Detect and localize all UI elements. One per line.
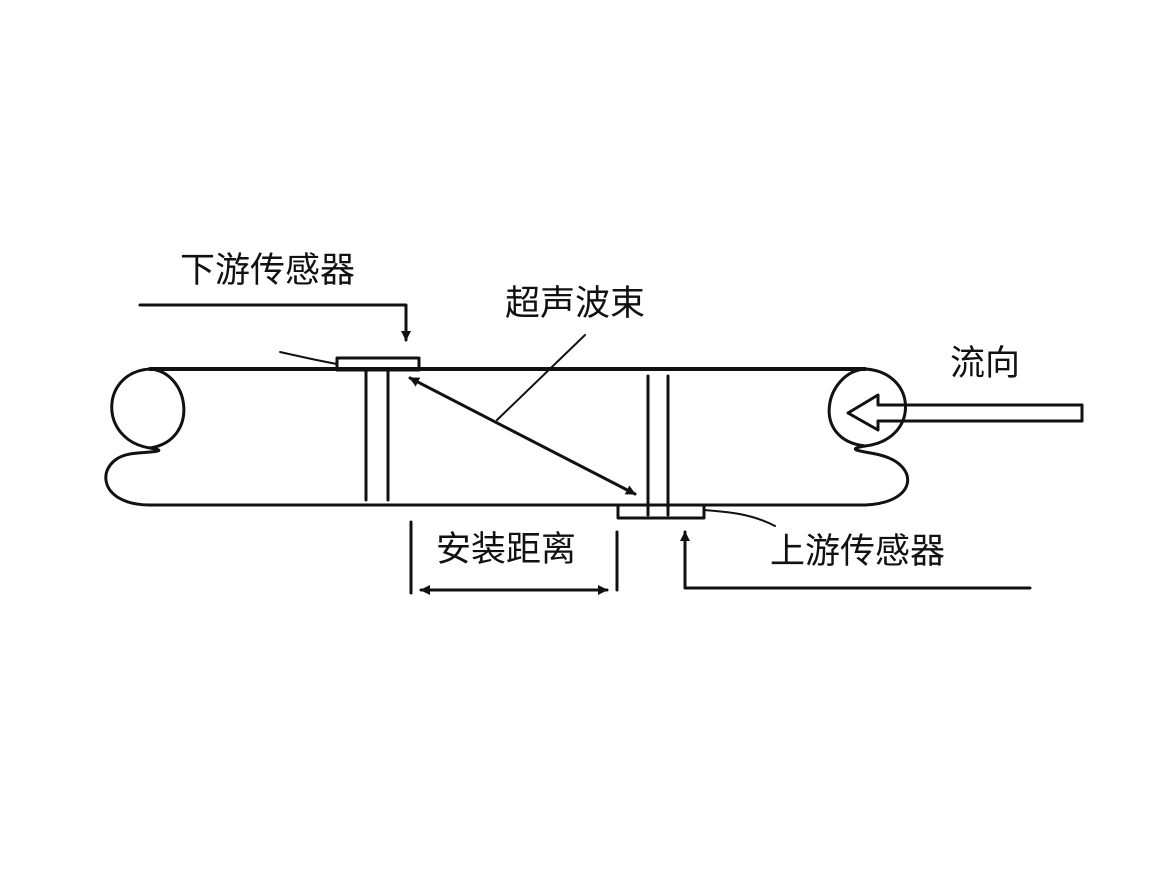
pipe-right-end-inner <box>827 367 867 448</box>
downstream-sensor-label: 下游传感器 <box>180 251 356 291</box>
upstream-sensor-block <box>616 503 706 520</box>
downstream-leader-line <box>138 303 411 342</box>
ultrasonic-beam-label: 超声波束 <box>505 284 646 324</box>
ultrasonic-beam-arrow <box>408 376 637 496</box>
pipe-left-end <box>104 367 161 507</box>
pipe-left-end-inner <box>148 367 186 450</box>
beam-label-pointer <box>496 334 586 421</box>
downstream-sensor-cable <box>279 351 338 365</box>
upstream-sensor-label: 上游传感器 <box>770 532 946 572</box>
upstream-leader-line <box>680 530 1032 590</box>
flow-direction-label: 流向 <box>950 344 1021 384</box>
pipe-right-end <box>854 367 909 507</box>
install-distance-label: 安装距离 <box>436 530 577 570</box>
flow-direction-arrow <box>846 393 1084 432</box>
upstream-sensor-cable <box>703 509 776 527</box>
